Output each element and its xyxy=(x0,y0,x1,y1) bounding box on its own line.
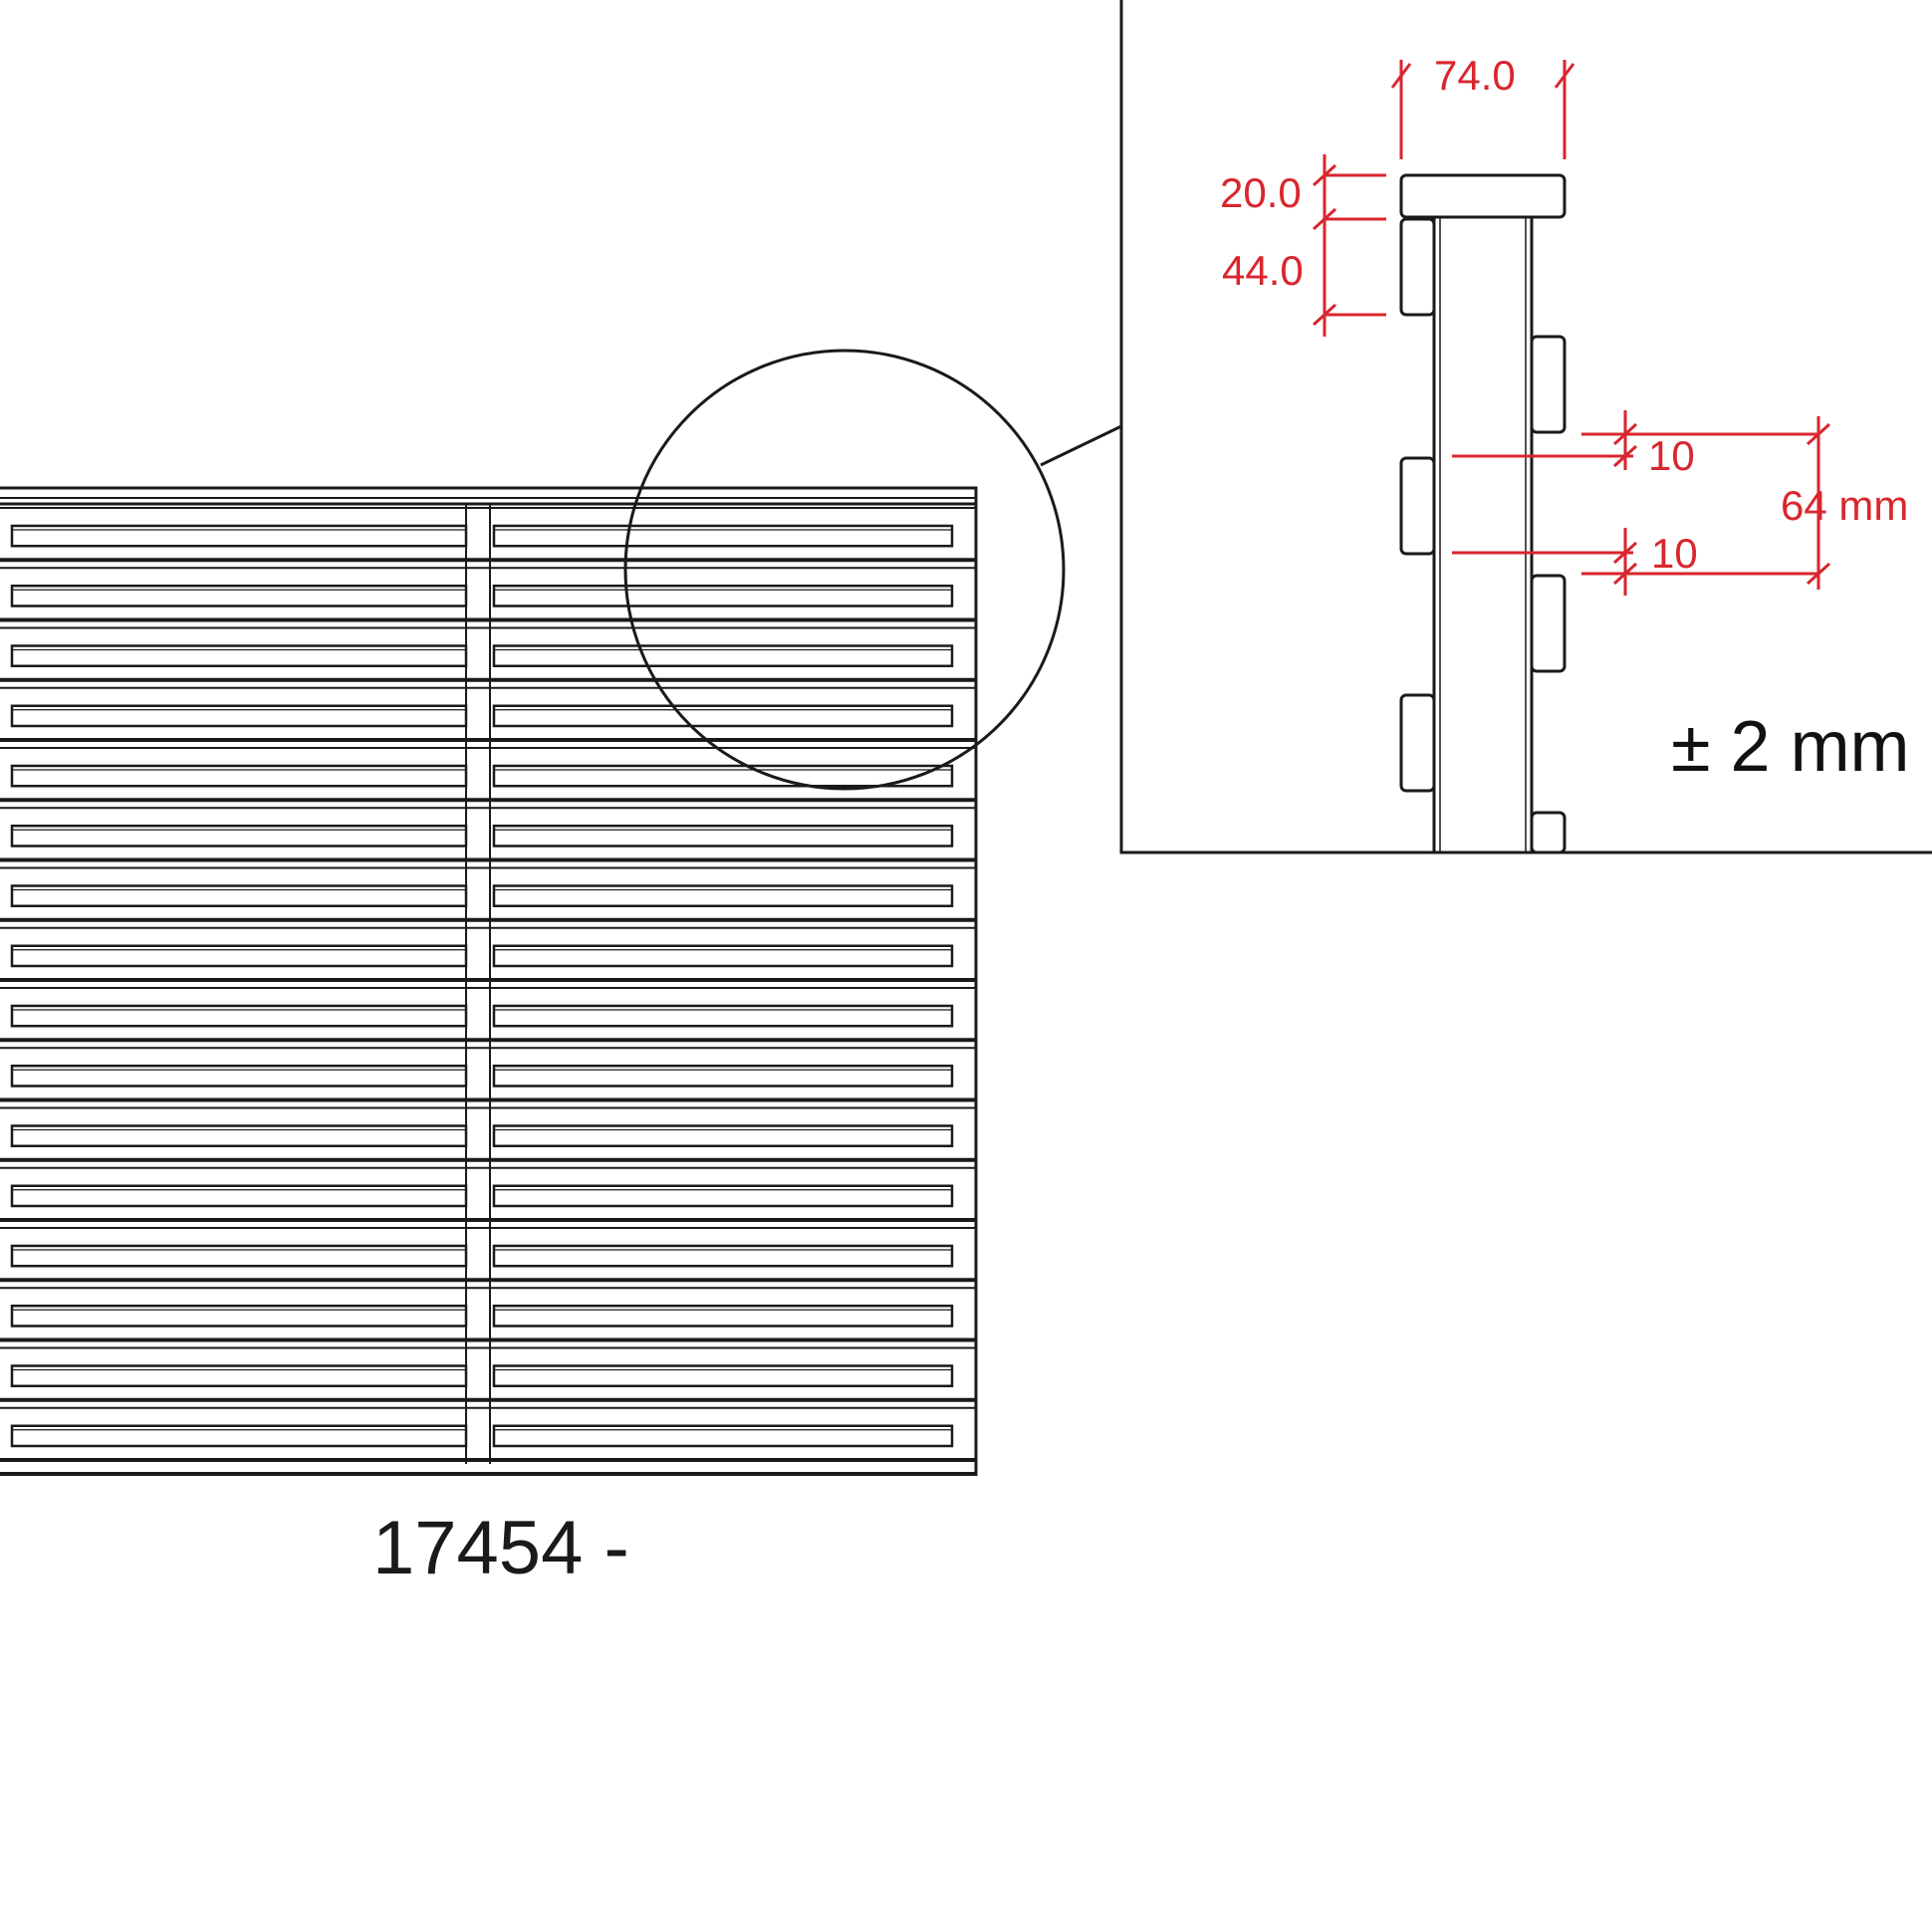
dim-pitch-tick-bottom-b xyxy=(1612,562,1638,586)
slat-board-right xyxy=(492,884,954,907)
slat-board-right xyxy=(492,944,954,968)
dim-gap-lower-tick xyxy=(1612,541,1638,565)
section-board-left-2 xyxy=(1399,456,1436,556)
dim-label-board-height: 44.0 xyxy=(1222,247,1304,294)
section-board-right-1 xyxy=(1530,335,1567,434)
slat-board-right xyxy=(492,1424,954,1448)
panel-top-rail xyxy=(0,486,978,506)
section-board-left-3 xyxy=(1399,693,1436,793)
dimension-lines xyxy=(1312,60,1831,596)
dim-label-slat-pitch: 64 mm xyxy=(1781,482,1908,529)
slat-board-right xyxy=(492,1364,954,1387)
panel-slats xyxy=(0,507,976,1462)
slat-board-right xyxy=(492,1004,954,1028)
slat-board-right xyxy=(492,764,954,788)
slat-board-left xyxy=(10,944,468,968)
detail-box: 74.0 20.0 44.0 10 64 mm 10 ± 2 mm xyxy=(1119,0,1932,854)
slat-board-left xyxy=(10,1124,468,1147)
detail-box-frame xyxy=(1119,0,1932,854)
slat-board-left xyxy=(10,1364,468,1387)
dim-tick-316 xyxy=(1312,303,1337,327)
detail-leader-line xyxy=(1040,424,1122,467)
dim-top-width-tick-right xyxy=(1554,63,1575,89)
dim-tick-220 xyxy=(1312,207,1337,231)
dim-label-cap-height: 20.0 xyxy=(1220,169,1302,216)
slat-board-left xyxy=(10,1305,468,1328)
slat-board-left xyxy=(10,704,468,728)
product-code-label: 17454 - xyxy=(372,1506,629,1590)
dim-top-width-tick-left xyxy=(1390,63,1412,89)
slat-board-right xyxy=(492,524,954,548)
slat-board-right xyxy=(492,1124,954,1147)
dim-label-top-width: 74.0 xyxy=(1434,52,1516,99)
section-profile xyxy=(1399,173,1567,854)
detail-magnifier-circle xyxy=(623,349,1066,791)
slat-board-right xyxy=(492,1244,954,1268)
slat-board-left xyxy=(10,764,468,788)
section-board-right-3 xyxy=(1530,811,1567,854)
slat-board-left xyxy=(10,1065,468,1087)
slat-board-right xyxy=(492,1065,954,1087)
slat-board-left xyxy=(10,825,468,847)
slat-board-right xyxy=(492,644,954,667)
section-top-cap xyxy=(1399,173,1567,219)
section-board-left-1 xyxy=(1399,217,1436,317)
fence-panel-elevation xyxy=(0,486,978,1476)
slat-board-right xyxy=(492,585,954,607)
slat-board-left xyxy=(10,585,468,607)
dim-tick-176 xyxy=(1312,163,1337,187)
tolerance-label: ± 2 mm xyxy=(1671,707,1910,787)
dim-gap-upper-tick xyxy=(1612,444,1638,468)
slat-board-left xyxy=(10,1424,468,1448)
slat-board-left xyxy=(10,1244,468,1268)
slat-board-right xyxy=(492,1305,954,1328)
slat-board-right xyxy=(492,825,954,847)
dim-pitch-tick-top-b xyxy=(1612,422,1638,446)
slat-board-left xyxy=(10,884,468,907)
slat-board-left xyxy=(10,1004,468,1028)
detail-callout xyxy=(623,349,1122,791)
slat-board-left xyxy=(10,1184,468,1208)
slat-board-left xyxy=(10,644,468,667)
dim-label-gap-lower: 10 xyxy=(1651,530,1698,577)
slat-board-right xyxy=(492,1184,954,1208)
section-board-right-2 xyxy=(1530,574,1567,673)
dim-label-gap-upper: 10 xyxy=(1648,432,1695,479)
slat-board-left xyxy=(10,524,468,548)
slat-board-right xyxy=(492,704,954,728)
